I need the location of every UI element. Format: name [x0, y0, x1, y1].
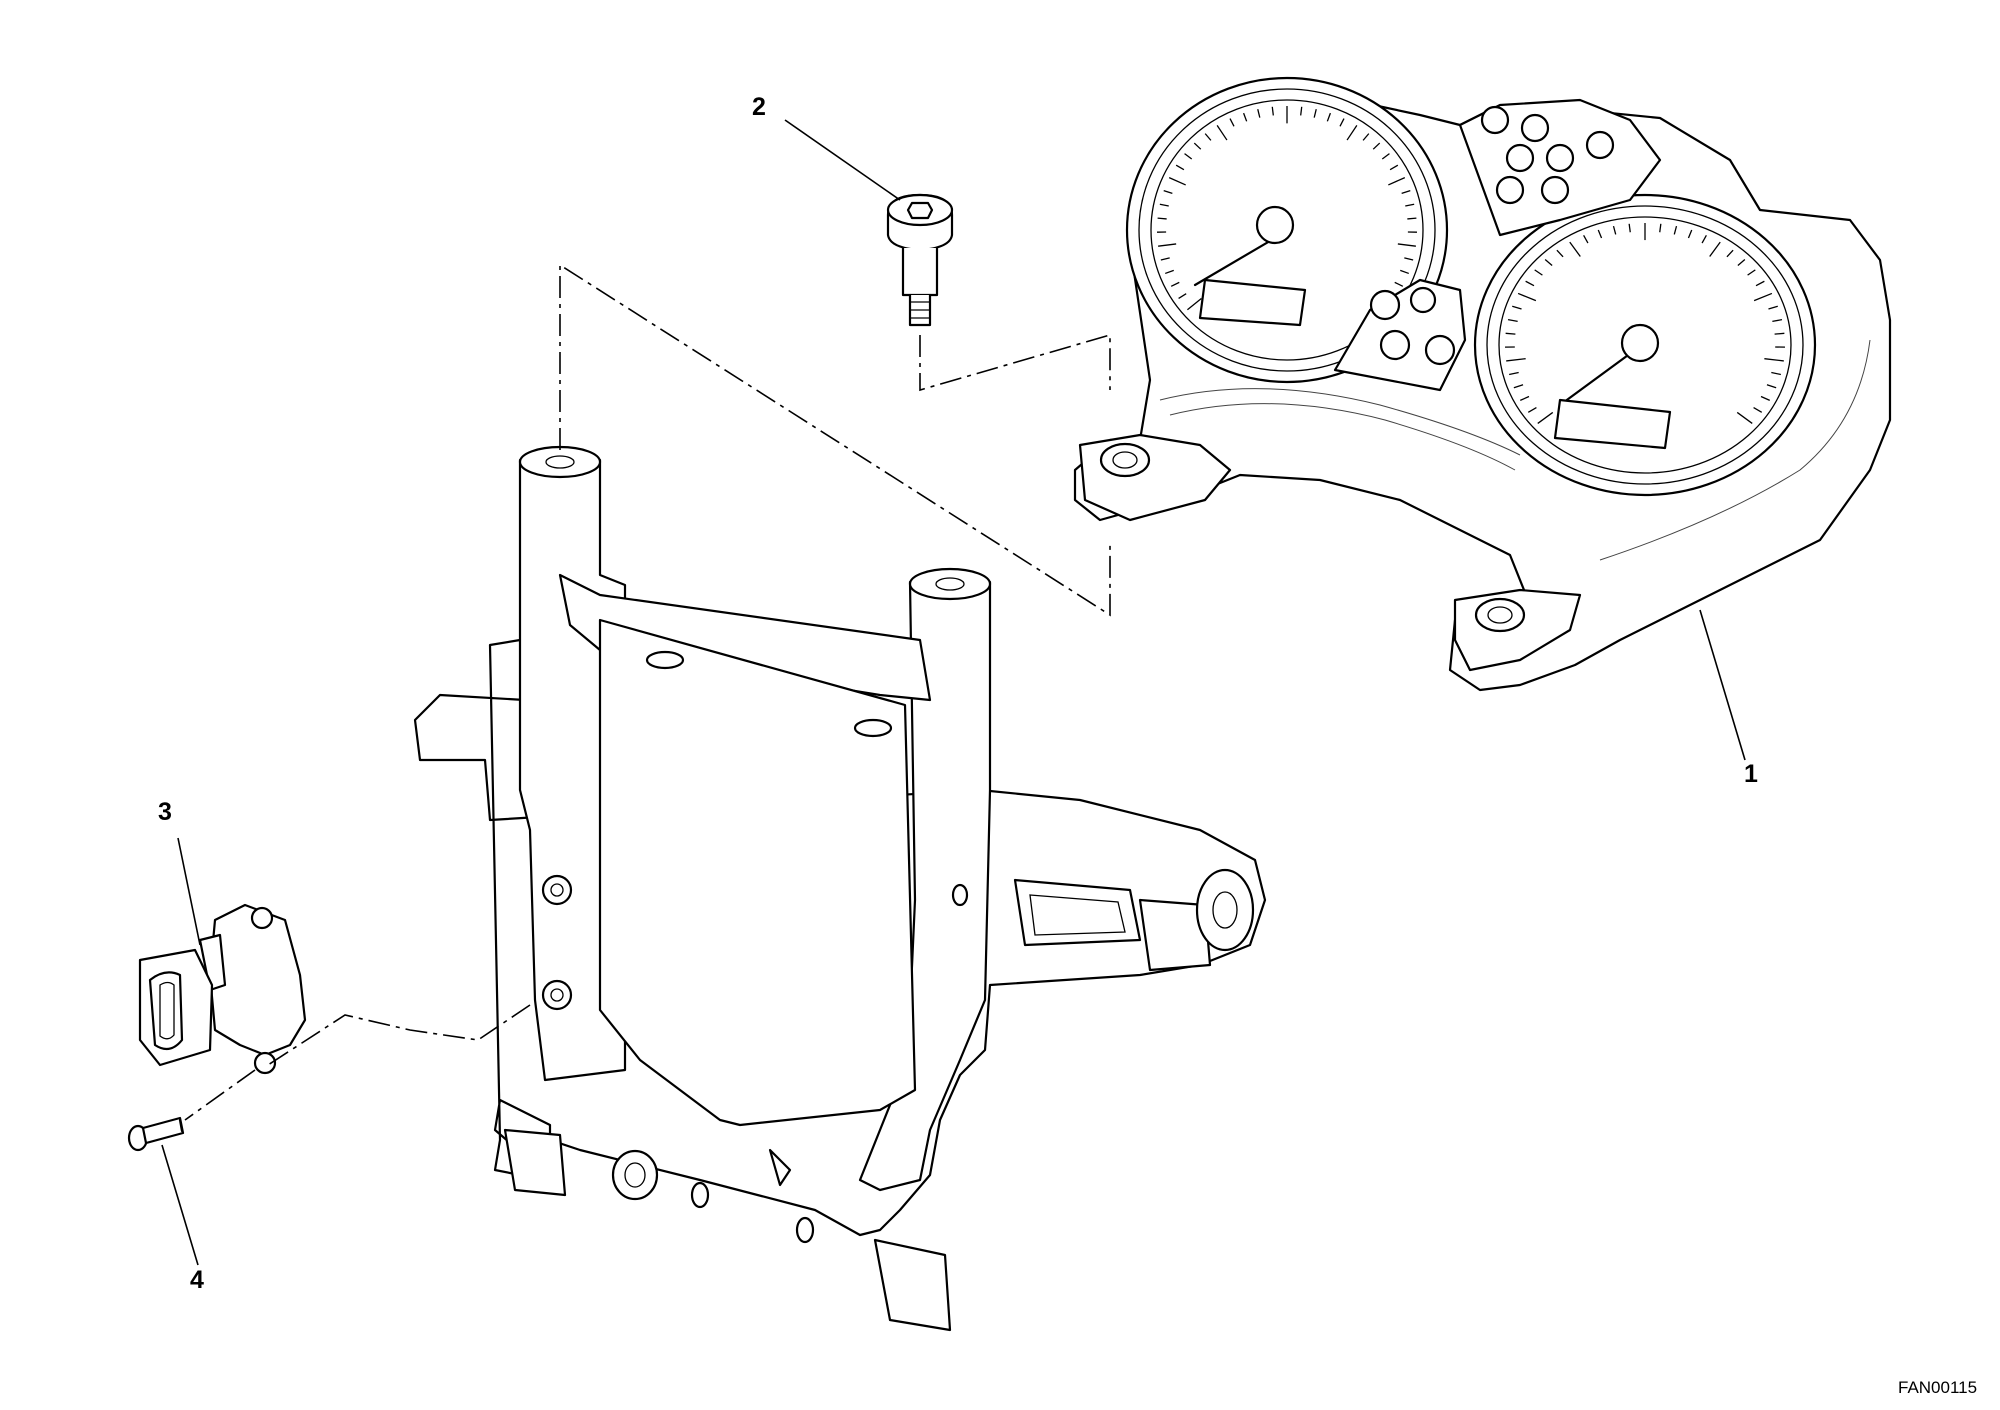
gauge-tick	[1583, 235, 1589, 244]
gauge-tick	[1346, 125, 1358, 141]
gauge-tick	[1326, 112, 1332, 122]
gauge-tick	[1556, 249, 1564, 258]
gauge-tick	[1753, 407, 1763, 413]
gauge-tick	[1527, 407, 1537, 413]
sensor-part-3	[138, 903, 307, 1075]
gauge-tick	[1709, 241, 1721, 257]
gauge-tick	[1760, 395, 1771, 401]
gauge-tick	[1401, 190, 1411, 195]
gauge-tick	[1771, 371, 1781, 376]
gauge-tick	[1184, 153, 1193, 160]
gauge-tick	[1175, 164, 1185, 171]
gauge-tick	[1673, 225, 1678, 235]
gauge-tick	[1747, 269, 1756, 276]
gauge-tick	[1774, 332, 1785, 335]
gauge-tick	[1569, 241, 1581, 257]
gauge-tick	[1229, 118, 1235, 127]
gauge-tick	[1300, 106, 1303, 116]
gauge-tick	[1764, 358, 1784, 362]
right-gauge-ticks	[1505, 223, 1785, 424]
gauge-tick	[1726, 249, 1734, 258]
gauge-tick	[1388, 177, 1406, 186]
gauge-tick	[1534, 269, 1543, 276]
gauge-tick	[1512, 305, 1522, 310]
callout-1: 1	[1744, 760, 1758, 788]
gauge-tick	[1389, 164, 1399, 171]
screw-part-4	[127, 1116, 185, 1152]
gauge-tick	[1506, 358, 1526, 362]
gauge-tick	[1701, 235, 1707, 244]
gauge-tick	[1160, 257, 1170, 261]
gauge-tick	[1193, 142, 1202, 150]
gauge-tick	[1372, 142, 1381, 150]
drawing-code: FAN00115	[1898, 1378, 1978, 1397]
gauge-tick	[1525, 280, 1535, 287]
gauge-tick	[1271, 106, 1274, 116]
gauge-tick	[1216, 125, 1228, 141]
gauge-tick	[1397, 243, 1416, 247]
gauge-tick	[1178, 293, 1187, 299]
instrument-cluster	[1073, 76, 1892, 692]
gauge-tick	[1405, 203, 1415, 207]
gauge-tick	[1537, 411, 1554, 424]
gauge-tick	[1768, 305, 1778, 310]
gauge-tick	[1400, 269, 1409, 275]
gauge-tick	[1737, 258, 1746, 266]
gauge-tick	[1187, 298, 1202, 311]
gauge-tick	[1204, 133, 1212, 141]
gauge-tick	[1544, 258, 1553, 266]
callout-3: 3	[158, 798, 172, 826]
gauge-tick	[1772, 318, 1783, 323]
gauge-tick	[1766, 384, 1777, 389]
leader-lines	[161, 119, 1746, 1266]
gauge-tick	[1505, 332, 1516, 335]
gauge-tick	[1407, 217, 1417, 220]
left-gauge-ticks	[1157, 106, 1417, 311]
gauge-tick	[1519, 395, 1530, 401]
gauge-tick	[1313, 109, 1317, 118]
gauge-tick	[1507, 318, 1518, 323]
gauge-tick	[1755, 280, 1765, 287]
gauge-tick	[1257, 109, 1261, 118]
gauge-tick	[1159, 203, 1169, 207]
gauge-tick	[1381, 153, 1390, 160]
gauge-tick	[1394, 281, 1404, 287]
gauge-tick	[1736, 411, 1753, 424]
assembly-lines	[184, 263, 1111, 1121]
gauge-tick	[1163, 190, 1173, 195]
gauge-tick	[1362, 133, 1370, 141]
gauge-tick	[1157, 217, 1167, 220]
instrument-bracket	[413, 445, 1267, 1332]
gauge-tick	[1753, 292, 1773, 302]
gauge-tick	[1242, 112, 1248, 122]
gauge-tick	[1513, 384, 1524, 389]
gauge-tick	[1597, 229, 1603, 239]
gauge-tick	[1517, 292, 1537, 302]
gauge-tick	[1659, 223, 1662, 233]
gauge-tick	[1158, 243, 1177, 247]
gauge-tick	[1509, 371, 1519, 376]
gauge-tick	[1339, 118, 1345, 127]
gauge-tick	[1628, 223, 1631, 233]
screw-part-2	[886, 193, 954, 327]
gauge-tick	[1612, 225, 1617, 235]
gauge-tick	[1165, 269, 1174, 275]
gauge-tick	[1170, 281, 1180, 287]
callout-4: 4	[190, 1266, 204, 1294]
gauge-tick	[1687, 229, 1693, 239]
callout-2: 2	[752, 93, 766, 121]
gauge-tick	[1168, 177, 1186, 186]
gauge-tick	[1404, 257, 1414, 261]
